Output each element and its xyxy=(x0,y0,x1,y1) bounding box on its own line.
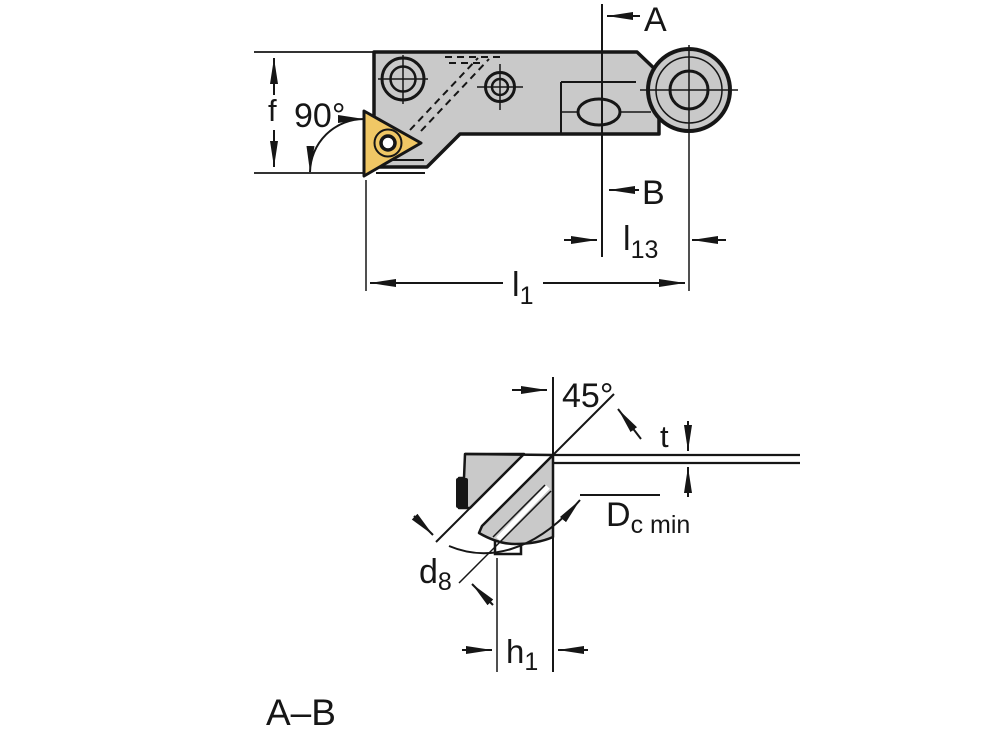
d8-seat-gap xyxy=(496,485,550,541)
dim-t: t xyxy=(660,419,692,497)
h1-label: h1 xyxy=(506,633,538,676)
screw-hole-2 xyxy=(477,64,523,110)
section-a-label: A xyxy=(644,1,667,39)
l13-sub: 13 xyxy=(631,236,659,264)
screw-hole-1 xyxy=(378,55,428,104)
l1-main: l xyxy=(512,266,520,304)
clamp-ellipse xyxy=(576,97,622,127)
l1-sub: 1 xyxy=(520,282,534,310)
d8-label: d8 xyxy=(419,553,452,596)
d8-sub: 8 xyxy=(438,568,452,596)
section-body-lower xyxy=(477,453,555,546)
clamp-cam-region xyxy=(560,81,651,134)
dim-l13: l13 xyxy=(564,220,726,264)
angle-arc xyxy=(306,115,365,173)
t-label: t xyxy=(660,419,669,454)
dc-arc-arrow xyxy=(448,499,581,555)
d8-arrow-lower xyxy=(471,583,494,606)
section-b-label: B xyxy=(642,174,665,212)
angle-45-label: 45° xyxy=(562,377,613,415)
h1-sub: 1 xyxy=(524,648,538,676)
dim-90deg: 90° xyxy=(294,97,365,173)
section-top-edge xyxy=(464,452,554,457)
hidden-pocket-lines xyxy=(409,56,503,132)
dim-l1: l1 xyxy=(365,180,685,310)
tool-body xyxy=(372,50,661,169)
angle-90-label: 90° xyxy=(294,97,345,135)
f-label: f xyxy=(268,93,277,128)
d8-main: d xyxy=(419,553,438,591)
dim-d8: d8 xyxy=(411,513,494,606)
h1-main: h xyxy=(506,633,524,670)
section-callout-b: B xyxy=(609,174,665,212)
insert-hole-outer xyxy=(373,128,403,158)
chamfer-45-arrow xyxy=(617,408,642,440)
dim-dc-min: Dc min xyxy=(448,494,690,555)
d8-line-upper xyxy=(435,453,525,543)
hidden-line-diagonal-1 xyxy=(409,57,479,131)
dc-sub: c min xyxy=(631,511,691,539)
d8-line-lower xyxy=(458,490,552,584)
dc-main: D xyxy=(606,496,631,534)
dim-h1: h1 xyxy=(462,558,588,676)
dc-min-label: Dc min xyxy=(606,496,690,539)
section-title: A–B xyxy=(266,692,336,733)
d8-arrow-upper xyxy=(411,513,434,536)
top-view: f 90° A B l13 l1 xyxy=(254,1,738,310)
hidden-line-diagonal-2 xyxy=(420,58,490,132)
l1-label: l1 xyxy=(512,266,533,310)
cutting-insert xyxy=(362,109,423,178)
l13-label: l13 xyxy=(623,220,658,264)
dim-f: f xyxy=(268,58,278,167)
insert-screw-hole xyxy=(379,134,397,152)
d8-seat-edge-1 xyxy=(492,484,546,538)
section-slot-black xyxy=(456,478,468,508)
section-view: 45° t Dc min xyxy=(411,377,800,676)
l13-main: l xyxy=(623,220,631,258)
section-callout-a: A xyxy=(607,1,667,39)
